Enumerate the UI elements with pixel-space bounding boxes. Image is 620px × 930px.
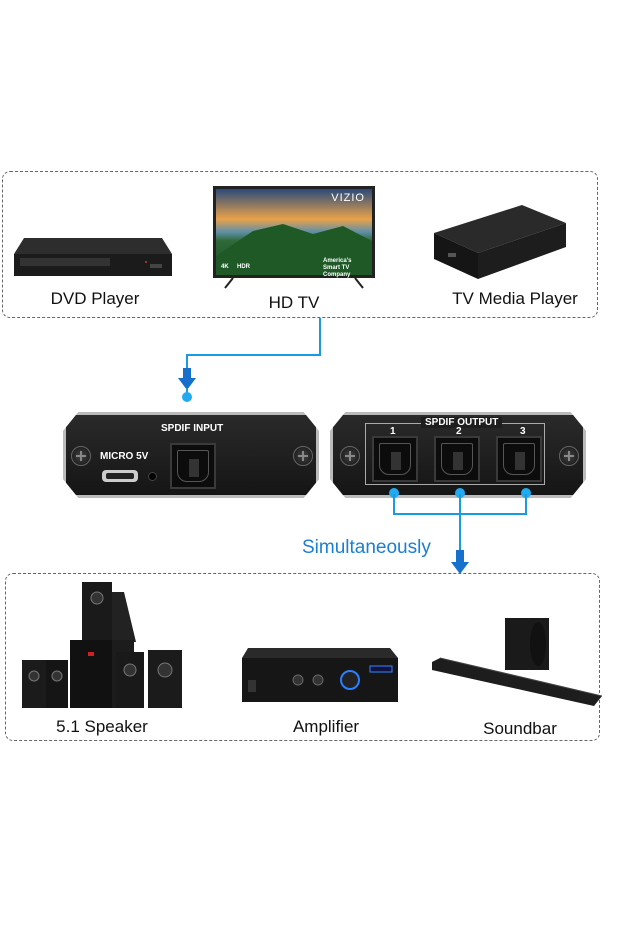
micro-5v-label: MICRO 5V (100, 451, 149, 462)
dvd-player-label: DVD Player (50, 289, 140, 308)
output-2-connection-dot (455, 488, 465, 498)
screw-icon (293, 446, 313, 466)
speaker-label: 5.1 Speaker (56, 717, 148, 736)
output-1-connection-dot (389, 488, 399, 498)
spdif-output-port-2 (434, 436, 480, 482)
tv-media-player-label: TV Media Player (452, 289, 578, 308)
input-wire-vertical (186, 354, 188, 374)
spdif-input-port (170, 443, 216, 489)
speaker-system-icon (18, 582, 188, 710)
tv-brand: VIZIO (331, 192, 365, 204)
output-1-wire (393, 494, 395, 514)
soundbar-label: Soundbar (483, 719, 557, 738)
tv-output-wire (319, 318, 321, 356)
output-port-3-label: 3 (520, 426, 526, 437)
soundbar-icon (430, 612, 603, 708)
source-devices-group (2, 171, 598, 318)
output-3-connection-dot (521, 488, 531, 498)
micro-usb-port-icon (102, 470, 138, 482)
media-player-icon (432, 203, 568, 281)
spdif-output-port-3 (496, 436, 542, 482)
output-trunk-wire (459, 494, 461, 554)
tv-badge-hdr: HDR (237, 264, 250, 270)
tv-tagline: America's Smart TV Company (323, 258, 352, 278)
led-indicator-icon (148, 472, 157, 481)
screw-icon (71, 446, 91, 466)
down-arrow-icon (178, 368, 196, 395)
output-3-wire (525, 494, 527, 514)
spdif-output-label: SPDIF OUTPUT (421, 417, 503, 428)
output-devices-group (5, 573, 600, 741)
simultaneously-annotation: Simultaneously (302, 537, 431, 558)
output-port-2-label: 2 (456, 426, 462, 437)
tv-badge-4k: 4K (221, 264, 229, 270)
spdif-output-port-1 (372, 436, 418, 482)
down-arrow-icon (451, 550, 469, 579)
output-port-1-label: 1 (390, 426, 396, 437)
amplifier-label: Amplifier (292, 717, 360, 736)
screw-icon (340, 446, 360, 466)
spdif-input-label: SPDIF INPUT (161, 423, 224, 434)
input-connection-dot (182, 392, 192, 402)
amplifier-icon (240, 644, 400, 704)
hd-tv-label: HD TV (268, 293, 320, 312)
dvd-player-icon (12, 236, 172, 280)
tv-icon: VIZIO 4K HDR America's Smart TV Company (213, 186, 375, 290)
screw-icon (559, 446, 579, 466)
tv-output-wire-horizontal (186, 354, 321, 356)
